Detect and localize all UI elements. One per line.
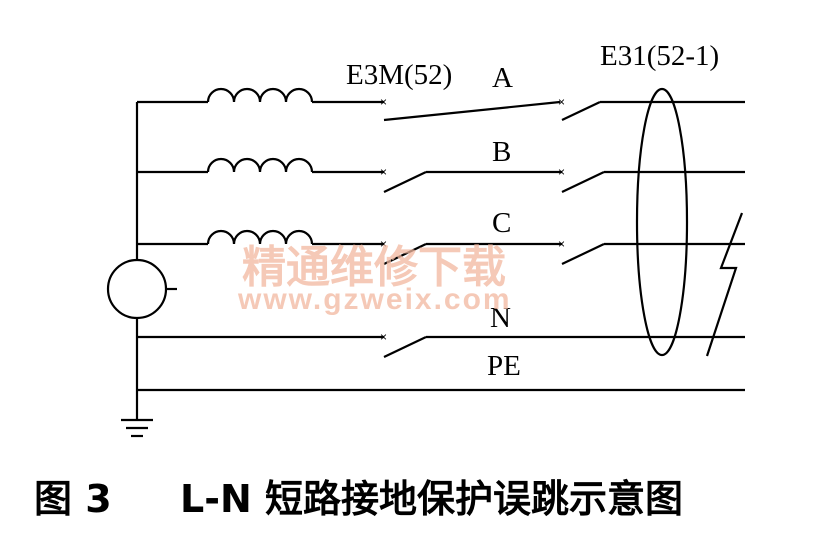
figure-number: 图 3 [34, 477, 112, 521]
zero-sequence-ct-ellipse [635, 87, 689, 357]
breaker-main-label: E3M(52) [346, 59, 452, 91]
neutral-line [137, 335, 745, 358]
svg-text:×: × [558, 237, 565, 251]
breaker-branch-label: E31(52-1) [600, 40, 719, 72]
pe-label: PE [487, 350, 521, 382]
svg-text:×: × [380, 330, 387, 344]
generator-symbol [106, 258, 177, 320]
watermark-url: www.gzweix.com [237, 283, 512, 316]
svg-text:×: × [380, 237, 387, 251]
ground-symbol [121, 418, 153, 438]
svg-text:×: × [380, 95, 387, 109]
watermark-text: 精通维修下载 [242, 242, 506, 293]
svg-text:×: × [558, 165, 565, 179]
phase-c-line [137, 229, 745, 265]
phase-a-label: A [492, 62, 513, 94]
svg-text:×: × [558, 95, 565, 109]
phase-b-label: B [492, 136, 511, 168]
breaker-contact-markers: × × × × × × × [380, 95, 565, 344]
svg-text:×: × [380, 165, 387, 179]
neutral-label: N [490, 302, 511, 334]
figure-caption: L-N 短路接地保护误跳示意图 [180, 477, 683, 521]
phase-a-line [137, 87, 745, 122]
fault-zigzag [705, 212, 744, 357]
phase-b-line [137, 157, 745, 193]
phase-c-label: C [492, 207, 511, 239]
